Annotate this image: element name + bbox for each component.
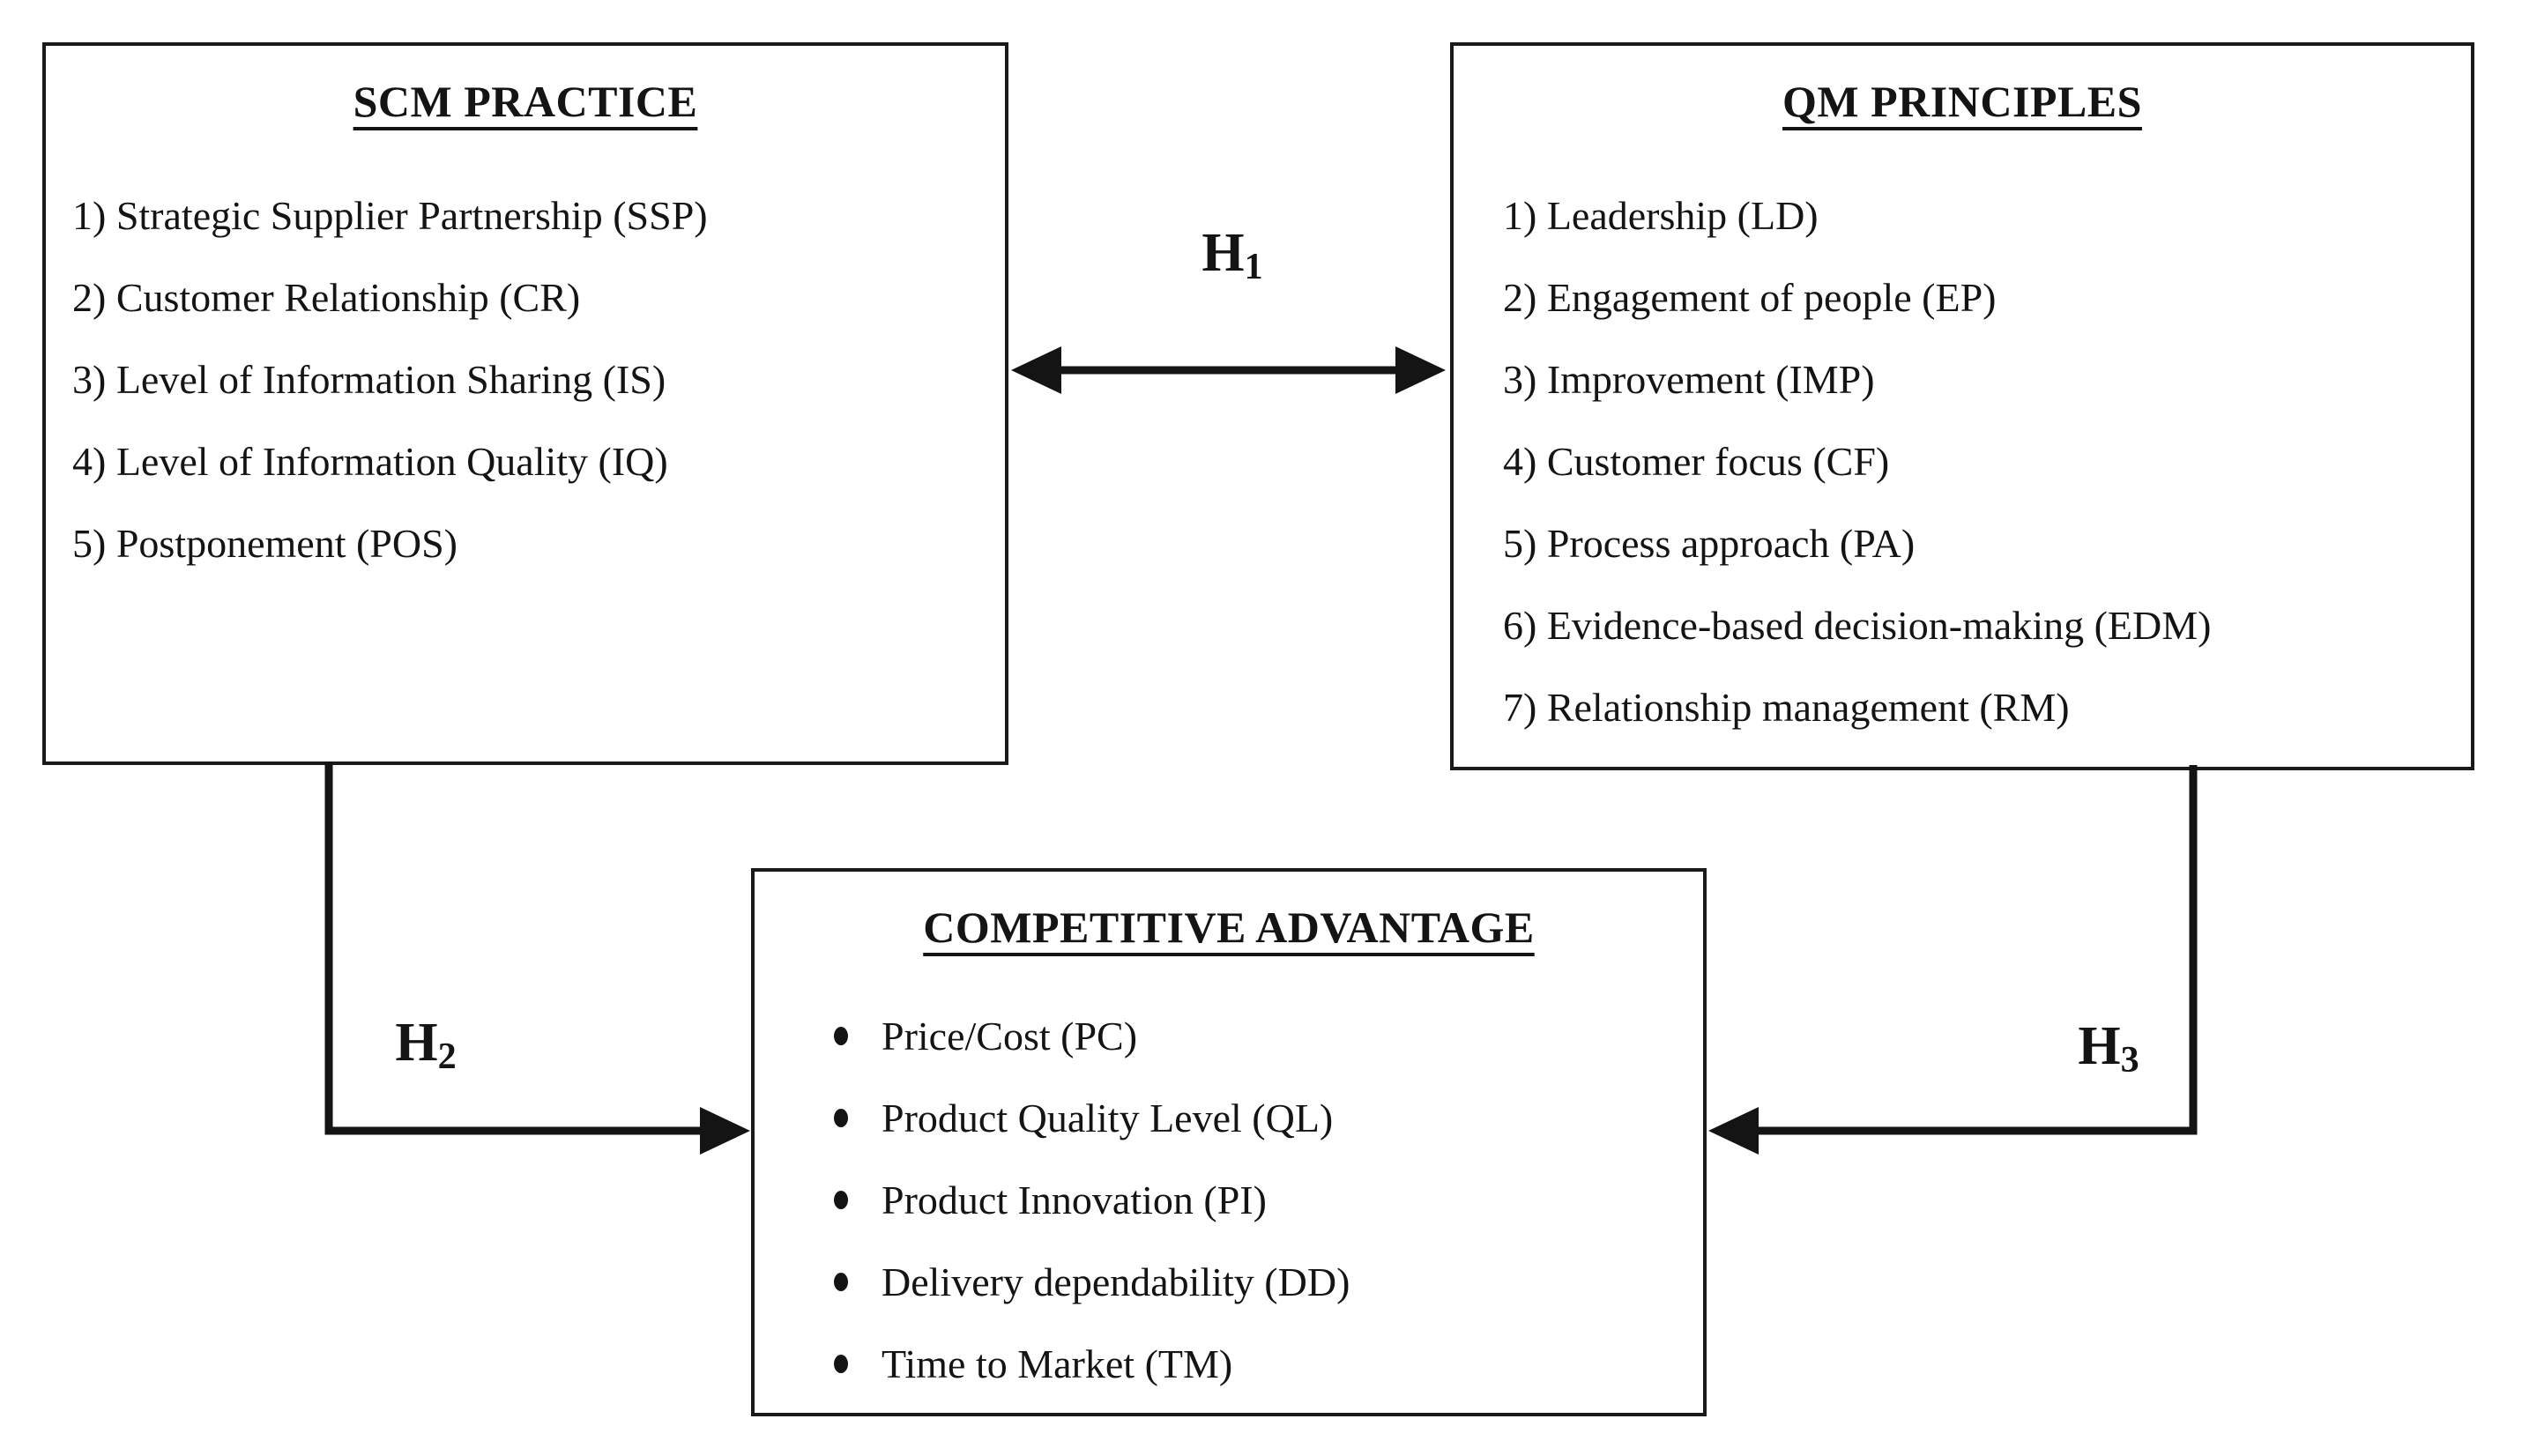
list-item: 3) Improvement (IMP) [1503, 357, 1875, 402]
competitive-advantage-title: COMPETITIVE ADVANTAGE [923, 903, 1535, 952]
list-item: Product Innovation (PI) [755, 1159, 1703, 1241]
list-item-label: Product Quality Level (QL) [882, 1096, 1334, 1140]
qm-principles-box: QM PRINCIPLES 1) Leadership (LD) 2) Enga… [1450, 42, 2474, 770]
list-item: 4) Customer focus (CF) [1503, 439, 1890, 484]
h3-sub: 3 [2120, 1039, 2139, 1081]
list-item: 7) Relationship management (RM) [1503, 685, 2070, 730]
h2-sub: 2 [437, 1036, 457, 1078]
h3-base: H [2078, 1016, 2121, 1076]
list-item-label: Price/Cost (PC) [882, 1014, 1138, 1059]
list-item: 1) Strategic Supplier Partnership (SSP) [72, 193, 708, 238]
h1-base: H [1201, 223, 1245, 283]
list-item: 2) Engagement of people (EP) [1503, 275, 1997, 320]
scm-practice-list: 1) Strategic Supplier Partnership (SSP) … [46, 175, 1005, 584]
competitive-advantage-list: Price/Cost (PC) Product Quality Level (Q… [755, 995, 1703, 1405]
list-item: 5) Postponement (POS) [72, 521, 458, 566]
list-item: 4) Level of Information Quality (IQ) [72, 439, 668, 484]
qm-principles-title: QM PRINCIPLES [1782, 77, 2142, 126]
list-item-label: Delivery dependability (DD) [882, 1259, 1350, 1304]
list-item: Price/Cost (PC) [755, 995, 1703, 1077]
list-item-label: Time to Market (TM) [882, 1341, 1233, 1386]
h1-sub: 1 [1244, 246, 1263, 288]
competitive-advantage-box: COMPETITIVE ADVANTAGE Price/Cost (PC) Pr… [751, 868, 1707, 1416]
list-item: 6) Evidence-based decision-making (EDM) [1503, 603, 2212, 648]
list-item: Time to Market (TM) [755, 1323, 1703, 1405]
list-item: Delivery dependability (DD) [755, 1241, 1703, 1323]
bullet-icon [834, 1027, 848, 1045]
scm-practice-box: SCM PRACTICE 1) Strategic Supplier Partn… [42, 42, 1008, 765]
list-item: 1) Leadership (LD) [1503, 193, 1819, 238]
h2-label: H2 [395, 1012, 457, 1078]
bullet-icon [834, 1273, 848, 1291]
h3-label: H3 [2078, 1015, 2139, 1081]
h1-label: H1 [1201, 222, 1263, 288]
list-item: Product Quality Level (QL) [755, 1077, 1703, 1159]
bullet-icon [834, 1191, 848, 1209]
list-item: 3) Level of Information Sharing (IS) [72, 357, 666, 402]
bullet-icon [834, 1355, 848, 1373]
list-item: 5) Process approach (PA) [1503, 521, 1916, 566]
h2-base: H [395, 1013, 438, 1073]
scm-practice-title: SCM PRACTICE [353, 77, 698, 126]
h1-double-arrow [1011, 346, 1446, 394]
list-item-label: Product Innovation (PI) [882, 1177, 1267, 1222]
h2-arrow [324, 761, 750, 1155]
h3-arrow [1708, 765, 2198, 1155]
bullet-icon [834, 1109, 848, 1127]
list-item: 2) Customer Relationship (CR) [72, 275, 581, 320]
qm-principles-list: 1) Leadership (LD) 2) Engagement of peop… [1454, 175, 2471, 748]
